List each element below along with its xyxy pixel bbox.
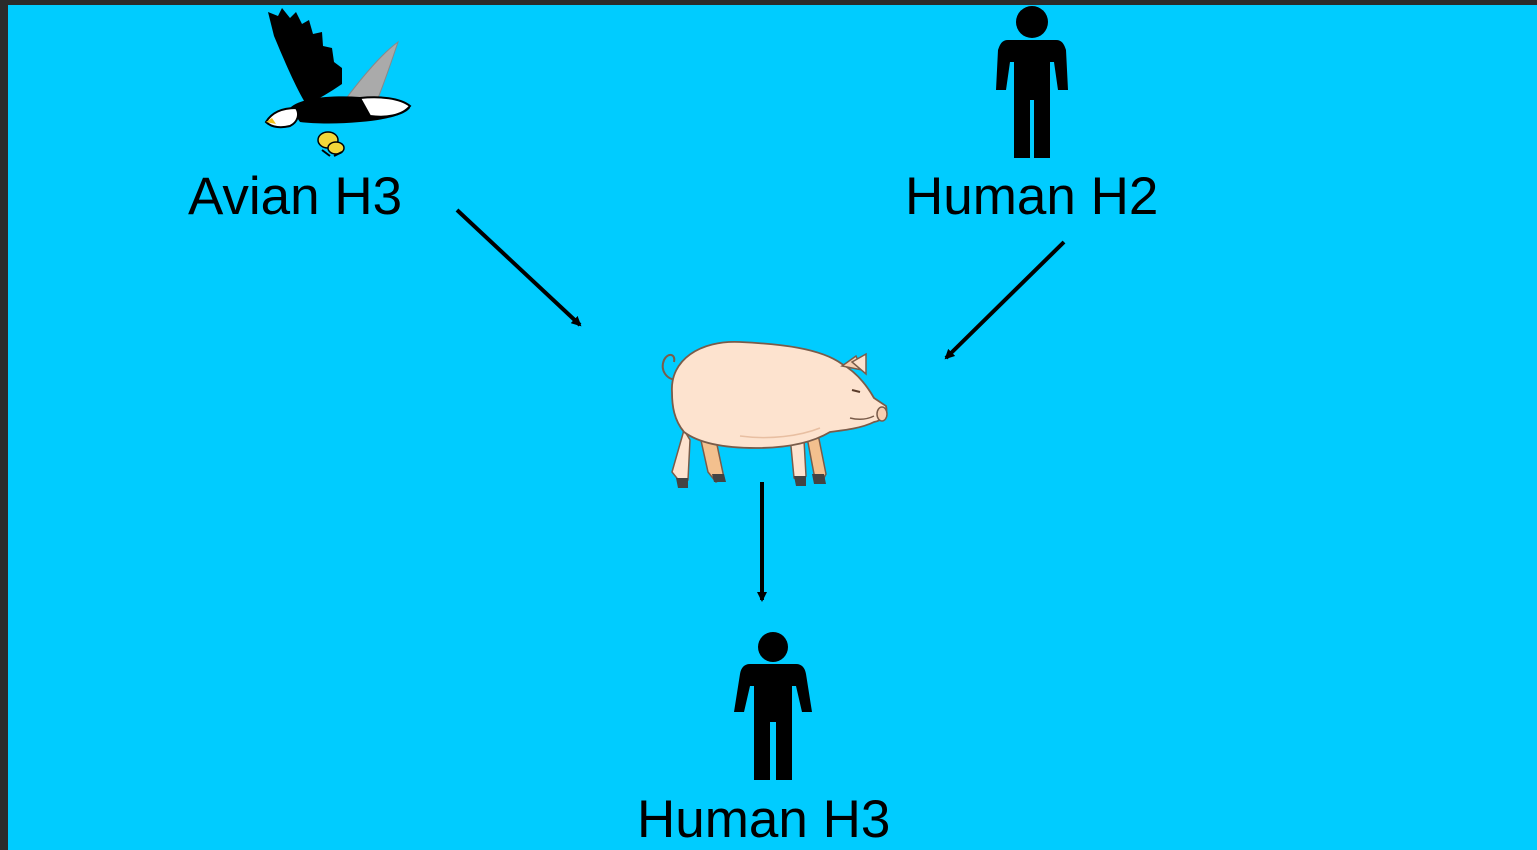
human-h2-label: Human H2: [905, 170, 1158, 223]
person-icon: [734, 632, 812, 780]
eagle-icon: [266, 8, 410, 156]
avian-h3-label: Avian H3: [188, 170, 402, 223]
person-icon: [996, 6, 1068, 158]
human-h3-label: Human H3: [637, 793, 890, 846]
pig-icon: [663, 342, 887, 488]
arrow-avian-to-pig: [457, 210, 580, 325]
arrow-human-h2-to-pig: [946, 242, 1064, 358]
